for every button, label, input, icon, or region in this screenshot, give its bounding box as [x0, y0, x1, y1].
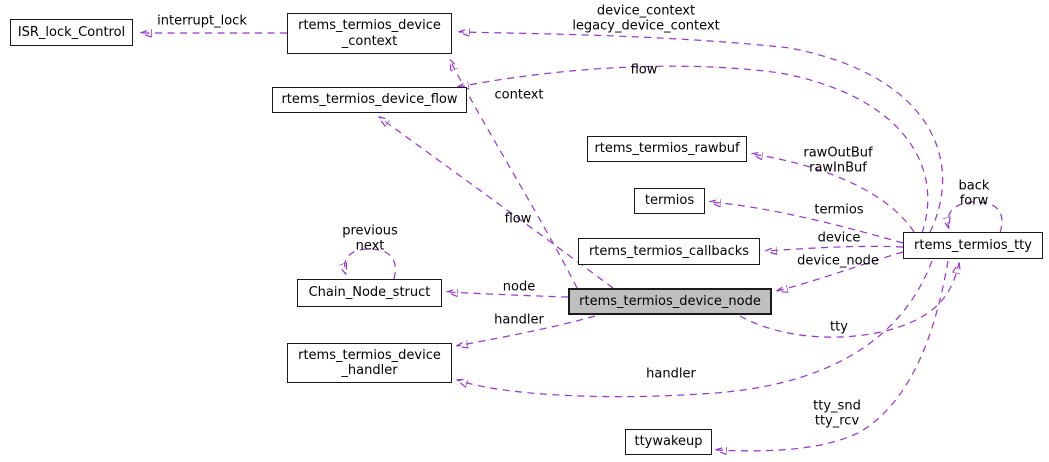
edge-label-context: context	[494, 87, 544, 103]
edge-tty-to-handler	[457, 260, 933, 398]
edge-label-node: node	[502, 279, 536, 295]
node-label: rtems_termios_device _handler	[298, 347, 441, 378]
edge-node-to-tty	[739, 263, 959, 338]
node-label: rtems_termios_callbacks	[588, 243, 750, 259]
node-rtems-termios-device-context[interactable]: rtems_termios_device _context	[287, 13, 452, 54]
edge-tty-to-device-node	[777, 251, 904, 291]
edge-label-device-node: device_node	[797, 253, 879, 269]
node-termios[interactable]: termios	[634, 188, 705, 214]
node-rtems-termios-device-node: rtems_termios_device_node	[568, 288, 772, 315]
edge-label-tty-snd-tty-rcv: tty_snd tty_rcv	[813, 398, 861, 428]
node-label: rtems_termios_device_flow	[281, 92, 458, 108]
edge-label-tty: tty	[830, 319, 848, 335]
edge-label-termios: termios	[814, 202, 864, 218]
edge-tty-to-context	[459, 32, 944, 233]
edge-tty-to-rawbuf	[752, 154, 915, 233]
node-label: ISR_lock_Control	[17, 24, 126, 40]
node-ttywakeup[interactable]: ttywakeup	[625, 429, 712, 455]
edge-node-to-handler	[457, 315, 596, 346]
edge-label-handler-tty: handler	[646, 366, 696, 382]
node-isr-lock-control[interactable]: ISR_lock_Control	[10, 19, 133, 46]
edge-tty-to-flow	[458, 65, 929, 234]
edge-label-device: device	[817, 230, 861, 246]
edge-node-to-flow	[379, 117, 614, 289]
node-label: rtems_termios_device_node	[579, 293, 761, 309]
edge-label-handler-node: handler	[494, 312, 544, 328]
edge-tty-to-termios	[710, 202, 904, 244]
edge-label-flow-tty: flow	[630, 62, 658, 78]
edge-label-interrupt-lock: interrupt_lock	[157, 13, 247, 29]
edge-label-device-context: device_context legacy_device_context	[572, 3, 720, 33]
node-label: rtems_termios_tty	[914, 237, 1032, 253]
node-chain-node-struct[interactable]: Chain_Node_struct	[297, 279, 442, 307]
edge-node-to-chain	[447, 292, 569, 297]
edge-label-flow-node: flow	[504, 211, 532, 227]
edge-label-rawoutbuf-rawinbuf: rawOutBuf rawInBuf	[803, 145, 873, 175]
node-label: Chain_Node_struct	[308, 285, 431, 301]
node-label: ttywakeup	[634, 434, 703, 450]
node-rtems-termios-tty[interactable]: rtems_termios_tty	[903, 232, 1043, 259]
node-rtems-termios-callbacks[interactable]: rtems_termios_callbacks	[578, 238, 760, 265]
edge-label-back-forw: back forw	[958, 178, 990, 208]
node-rtems-termios-device-handler[interactable]: rtems_termios_device _handler	[287, 343, 452, 383]
edge-chain-self-loop	[345, 248, 396, 279]
edge-tty-self-loop	[948, 201, 1003, 233]
node-label: rtems_termios_device _context	[298, 18, 441, 49]
node-label: rtems_termios_rawbuf	[594, 141, 740, 157]
node-rtems-termios-rawbuf[interactable]: rtems_termios_rawbuf	[587, 136, 747, 162]
node-label: termios	[644, 193, 695, 209]
node-rtems-termios-device-flow[interactable]: rtems_termios_device_flow	[272, 87, 467, 113]
edge-label-previous-next: previous next	[342, 223, 398, 253]
edge-tty-to-callbacks	[766, 246, 904, 251]
